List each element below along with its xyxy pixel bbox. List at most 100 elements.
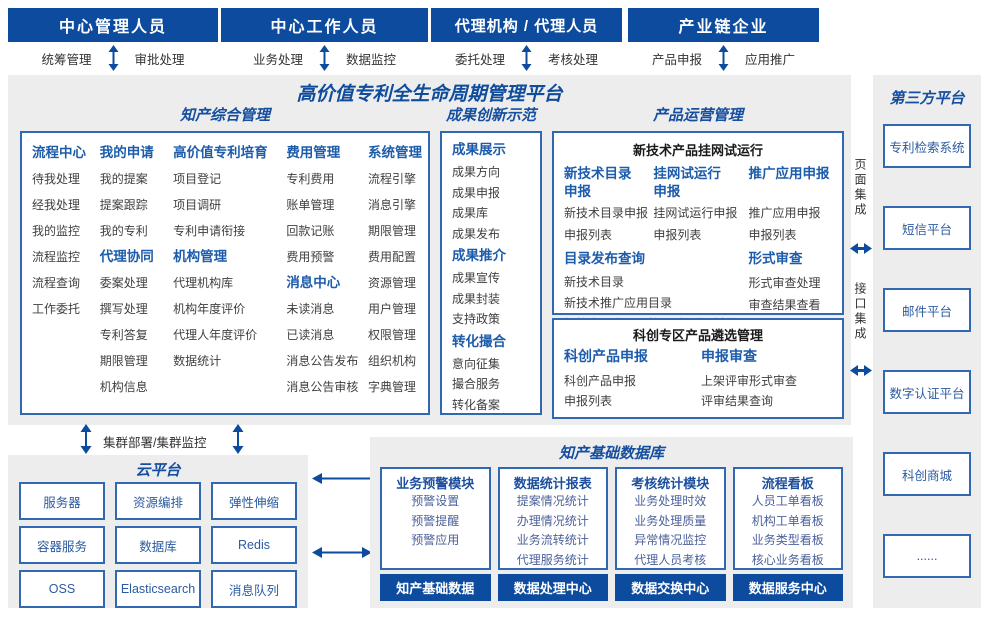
third-party-system: 短信平台 <box>883 206 971 250</box>
platform-title: 高价值专利全生命周期管理平台 <box>296 84 563 105</box>
menu-item: 专利申请衔接 <box>173 224 246 238</box>
menu-item: 委案处理 <box>99 276 148 290</box>
menu-item: 申报列表 <box>564 394 613 408</box>
menu-item: 专利答复 <box>99 328 148 342</box>
role-group-center-staff: 中心工作人员 业务处理 数据监控 <box>221 8 428 71</box>
vertical-double-arrow-icon <box>319 45 330 71</box>
module-item: 异常情况监控 <box>634 533 707 547</box>
data-centers: 知产基础数据数据处理中心数据交换中心数据服务中心 <box>380 574 843 601</box>
menu-item: 费用配置 <box>367 250 416 264</box>
menu-item: 消息公告发布 <box>286 354 359 368</box>
third-party-system: 专利检索系统 <box>883 124 971 168</box>
menu-item: 未读消息 <box>286 302 335 316</box>
menu-item: 审查结果查看 <box>748 298 821 312</box>
third-party-system: ...... <box>883 534 971 578</box>
module-item: 核心业务看板 <box>751 552 824 567</box>
menu-item: 撰写处理 <box>99 302 148 316</box>
submenu-title: 申报审查 <box>700 348 757 364</box>
module-title: 业务预警模块 <box>396 476 475 491</box>
menu-item: 已读消息 <box>286 328 335 342</box>
module-title: 考核统计模块 <box>631 476 710 491</box>
role-action-label: 数据监控 <box>346 52 397 67</box>
menu-item: 工作委托 <box>32 302 81 316</box>
vertical-double-arrow-icon <box>232 424 244 454</box>
submenu-title: 推广应用申报 <box>748 166 830 181</box>
menu-item: 转化撮合 <box>452 333 506 349</box>
role-group-enterprise: 产业链企业 产品申报 应用推广 <box>628 8 819 71</box>
module-item: 提案情况统计 <box>516 494 589 508</box>
menu-item: 新技术推广应用目录 <box>564 296 673 310</box>
menu-item: 申报列表 <box>564 228 613 242</box>
ip-database-panel: 知产基础数据库 业务预警模块 预警设置预警提醒预警应用 数据统计报表 提案情况统… <box>370 437 853 608</box>
api-integration-label: 接口集成 <box>853 282 867 342</box>
module-process-board: 流程看板 人员工单看板机构工单看板业务类型看板核心业务看板 <box>732 467 843 570</box>
menu-item: 流程监控 <box>32 250 81 264</box>
menu-item: 用户管理 <box>367 302 416 316</box>
menu-item: 字典管理 <box>367 380 416 394</box>
role-group-center-managers: 中心管理人员 统筹管理 审批处理 <box>8 8 218 71</box>
module-title: 数据统计报表 <box>513 476 592 491</box>
menu-item: 申报列表 <box>653 228 702 242</box>
cloud-service: 服务器 <box>19 482 105 520</box>
submenu-trial-declare: 挂网试运行申报 挂网试运行申报申报列表 <box>653 165 748 246</box>
vertical-double-arrow-icon <box>521 45 532 71</box>
role-action-label: 考核处理 <box>548 52 599 67</box>
section-title: 产品运营管理 <box>652 107 743 124</box>
platform-panel: 高价值专利全生命周期管理平台 知产综合管理 流程中心待我处理经我处理我的监控流程… <box>8 75 851 425</box>
module-item: 预警应用 <box>411 533 460 547</box>
menu-item: 成果方向 <box>452 165 501 179</box>
submenu-title: 挂网试运行申报 <box>653 166 721 199</box>
menu-item: 支持政策 <box>452 312 501 326</box>
menu-item: 代理协同 <box>99 249 154 264</box>
role-bar: 中心工作人员 <box>221 8 428 42</box>
menu-item: 专利费用 <box>286 172 335 186</box>
role-action-label: 应用推广 <box>745 52 796 67</box>
menu-item: 机构信息 <box>99 380 148 394</box>
module-statistics-report: 数据统计报表 提案情况统计办理情况统计业务流转统计代理服务统计 <box>497 467 608 570</box>
section-title: 成果创新示范 <box>445 107 536 124</box>
menu-item: 撮合服务 <box>452 377 501 391</box>
submenu-sci-product-declare: 科创产品申报 科创产品申报申报列表 <box>564 347 701 411</box>
section-ip-management: 知产综合管理 流程中心待我处理经我处理我的监控流程监控流程查询工作委托 我的申请… <box>18 105 432 421</box>
third-party-system: 数字认证平台 <box>883 370 971 414</box>
page-integration-label: 页面集成 <box>853 158 867 218</box>
menu-item: 意向征集 <box>452 356 501 371</box>
role-action-label: 委托处理 <box>454 52 505 67</box>
submenu-title: 新技术目录申报 <box>564 166 632 199</box>
menu-item: 形式审查处理 <box>748 276 821 290</box>
menu-item: 成果库 <box>452 206 489 220</box>
submenu-formal-review: 形式审查 形式审查处理审查结果查看 <box>749 250 834 335</box>
menu-item: 消息公告审核 <box>286 380 359 394</box>
third-party-system: 科创商城 <box>883 452 971 496</box>
menu-item: 回款记账 <box>286 224 335 238</box>
data-center: 数据处理中心 <box>497 574 608 601</box>
cloud-service: 消息队列 <box>211 570 297 608</box>
menu-item: 账单管理 <box>286 198 335 212</box>
menu-item: 成果申报 <box>452 185 501 200</box>
menu-item: 期限管理 <box>99 354 148 368</box>
menu-item: 项目调研 <box>173 198 222 212</box>
menu-item: 资源管理 <box>367 276 416 290</box>
menu-item: 流程中心 <box>32 145 86 160</box>
menu-item: 科创产品申报 <box>564 374 637 388</box>
menu-column-system: 系统管理流程引擎消息引擎期限管理费用配置资源管理用户管理权限管理组织机构字典管理 <box>368 140 422 400</box>
module-business-warning: 业务预警模块 预警设置预警提醒预警应用 <box>380 467 491 570</box>
module-item: 人员工单看板 <box>751 494 824 508</box>
section-achievement: 成果创新示范 成果展示成果方向成果申报成果库成果发布成果推介成果宣传成果封装支持… <box>438 105 544 421</box>
data-center: 数据服务中心 <box>732 574 843 601</box>
menu-item: 新技术目录 <box>564 275 625 289</box>
ip-database-title: 知产基础数据库 <box>558 445 664 462</box>
menu-item: 我的申请 <box>99 145 154 160</box>
menu-item: 消息引擎 <box>367 198 416 212</box>
cloud-service: Redis <box>211 526 297 564</box>
menu-item: 流程查询 <box>32 276 81 290</box>
box-title: 新技术产品挂网试运行 <box>632 143 763 158</box>
role-action-label: 审批处理 <box>134 52 185 67</box>
cloud-service: 数据库 <box>115 526 201 564</box>
role-group-agency: 代理机构 / 代理人员 委托处理 考核处理 <box>431 8 622 71</box>
third-party-title: 第三方平台 <box>889 90 965 107</box>
section-title: 知产综合管理 <box>179 107 270 124</box>
ip-management-box: 流程中心待我处理经我处理我的监控流程监控流程查询工作委托 我的申请我的提案提案跟… <box>20 131 430 415</box>
module-title: 流程看板 <box>761 476 814 491</box>
